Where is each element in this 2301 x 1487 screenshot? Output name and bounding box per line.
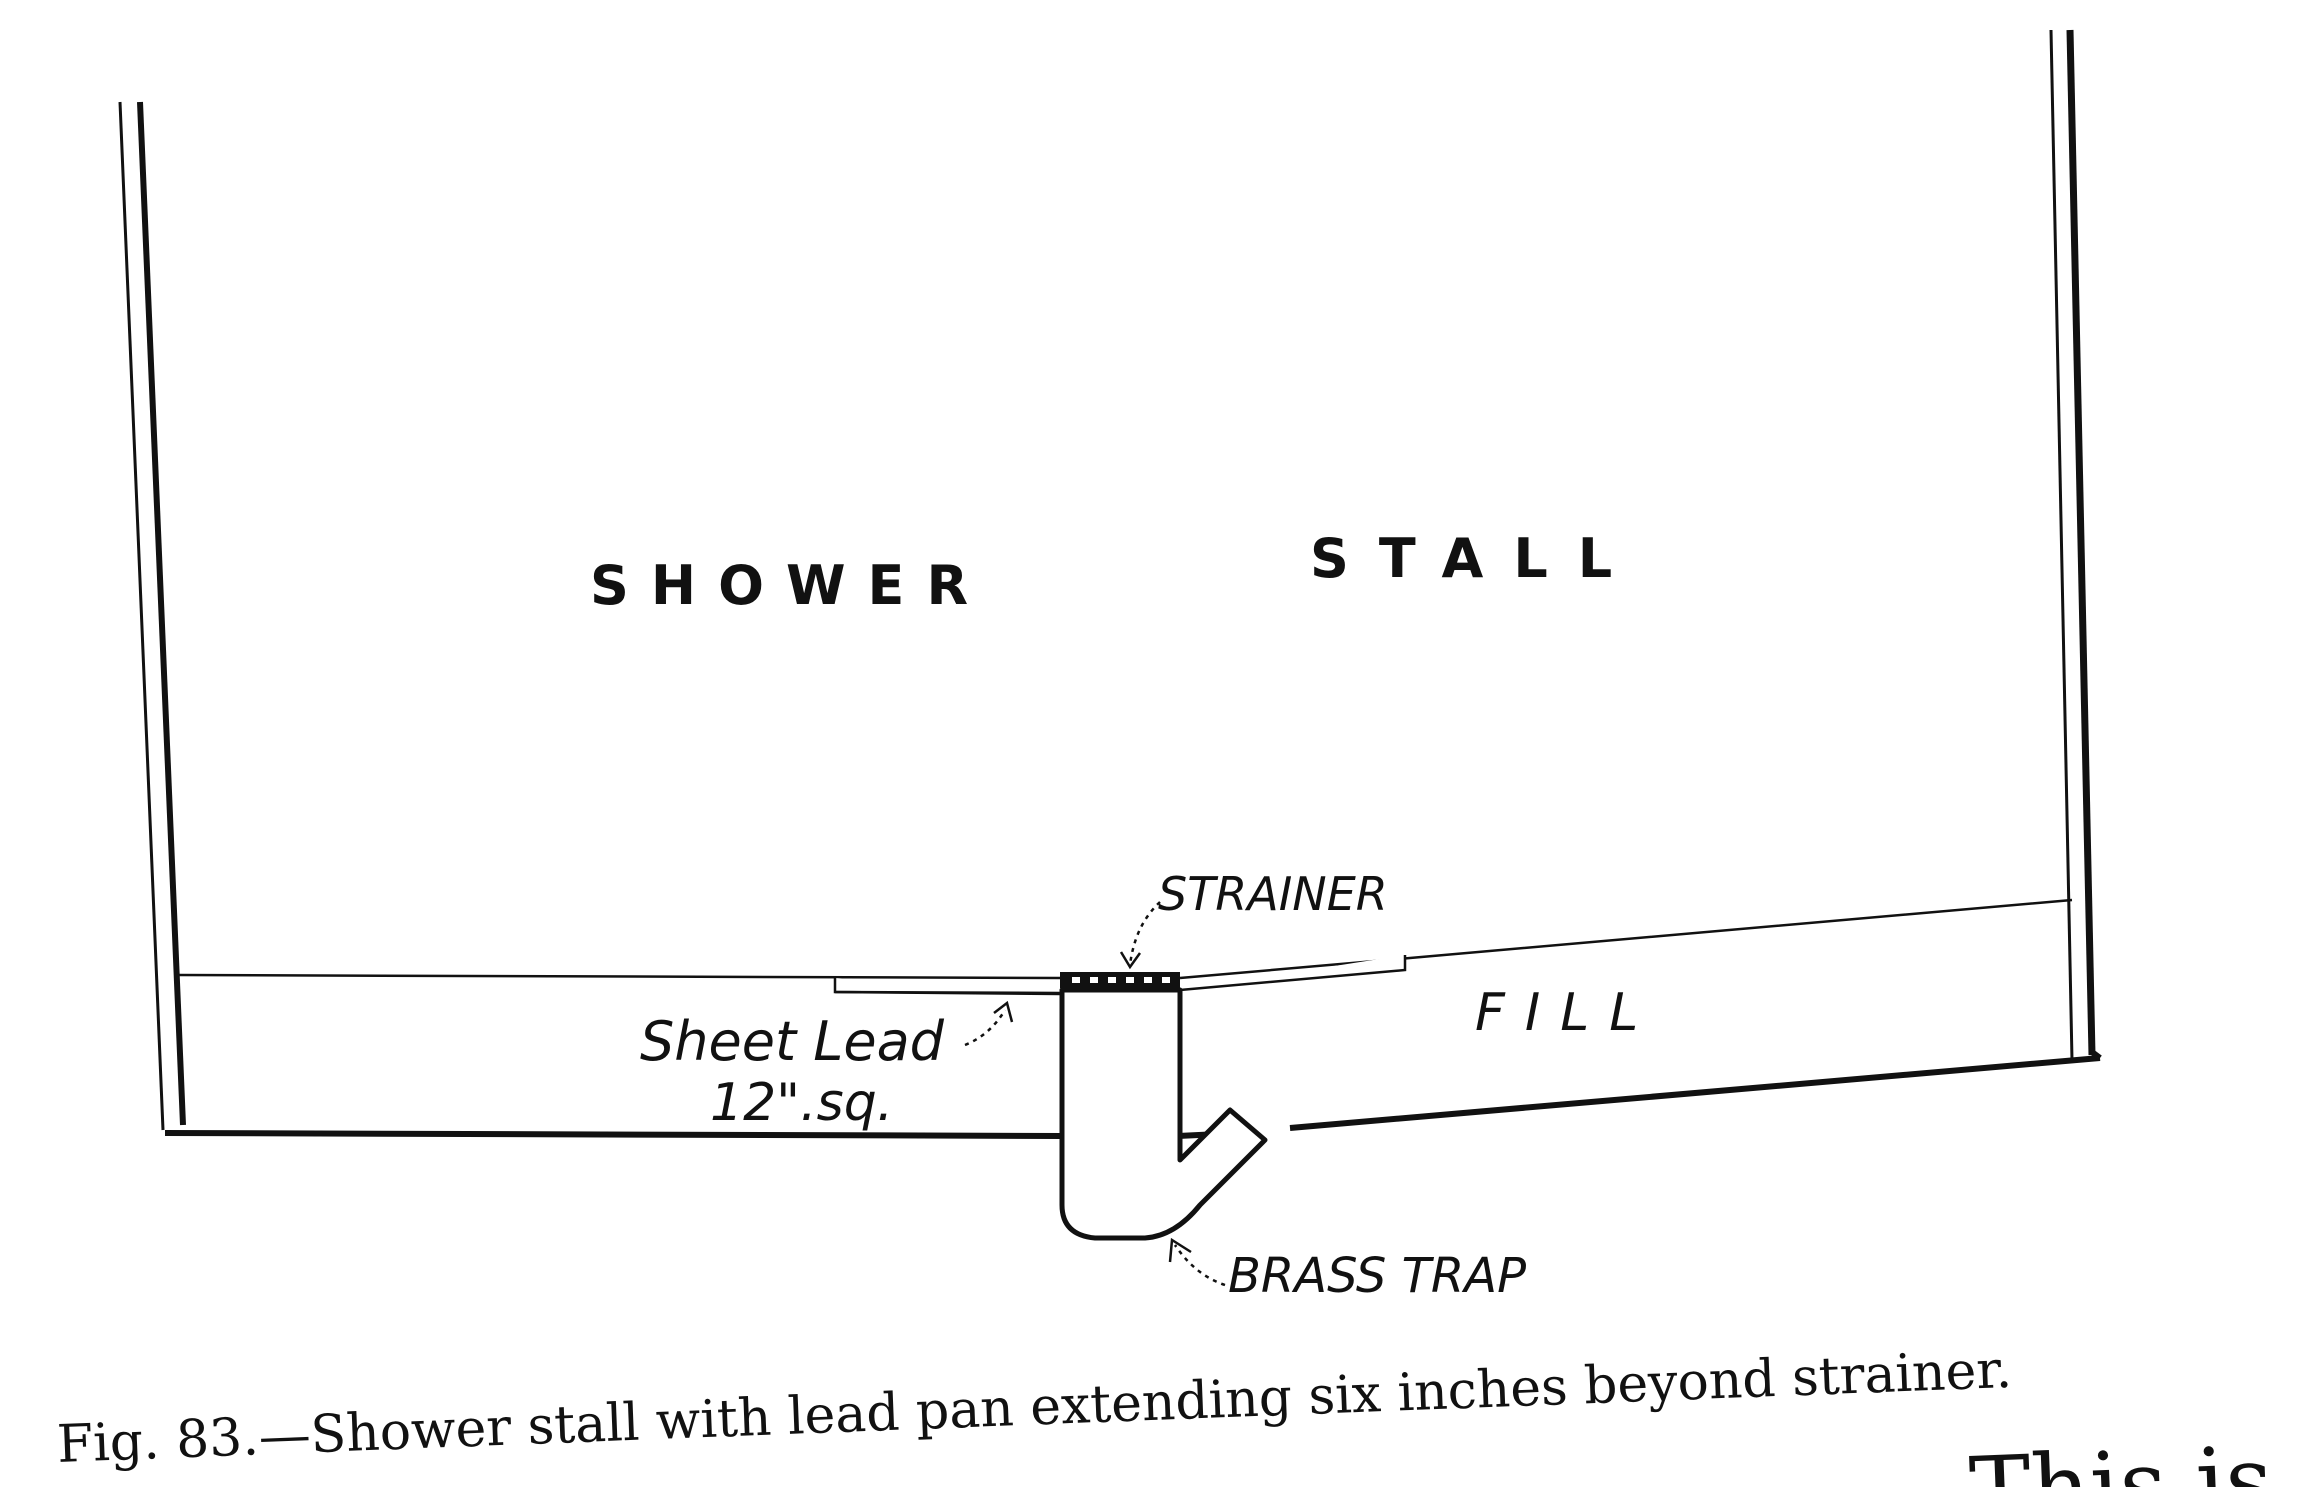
strainer bbox=[1060, 972, 1180, 988]
brass-trap bbox=[1059, 987, 1268, 1241]
fill-label: FILL bbox=[1475, 983, 1658, 1043]
leader-arrows bbox=[964, 901, 1226, 1287]
sheet-lead-label-line1: Sheet Lead bbox=[640, 1010, 945, 1073]
brass-trap-label: BRASS TRAP bbox=[1228, 1248, 1526, 1304]
left-wall bbox=[118, 101, 186, 1131]
page-text-fragment: This is bbox=[1968, 1426, 2275, 1487]
svg-text:Fig. 83.—Shower stall with lea: Fig. 83.—Shower stall with lead pan exte… bbox=[56, 1340, 2013, 1475]
floor-surface bbox=[177, 898, 2073, 980]
figure-caption: Fig. 83.—Shower stall with lead pan exte… bbox=[56, 1340, 2013, 1475]
right-wall bbox=[2049, 29, 2096, 1061]
caption-fig-prefix: Fig. 83. bbox=[56, 1407, 260, 1475]
shower-label: SHOWER bbox=[590, 554, 990, 617]
sheet-lead-label-line2: 12".sq. bbox=[710, 1073, 893, 1133]
strainer-label: STRAINER bbox=[1158, 867, 1388, 921]
caption-text: —Shower stall with lead pan extending si… bbox=[258, 1340, 2014, 1467]
sheet-lead-pan bbox=[833, 955, 1407, 996]
stall-label: STALL bbox=[1310, 527, 1642, 590]
